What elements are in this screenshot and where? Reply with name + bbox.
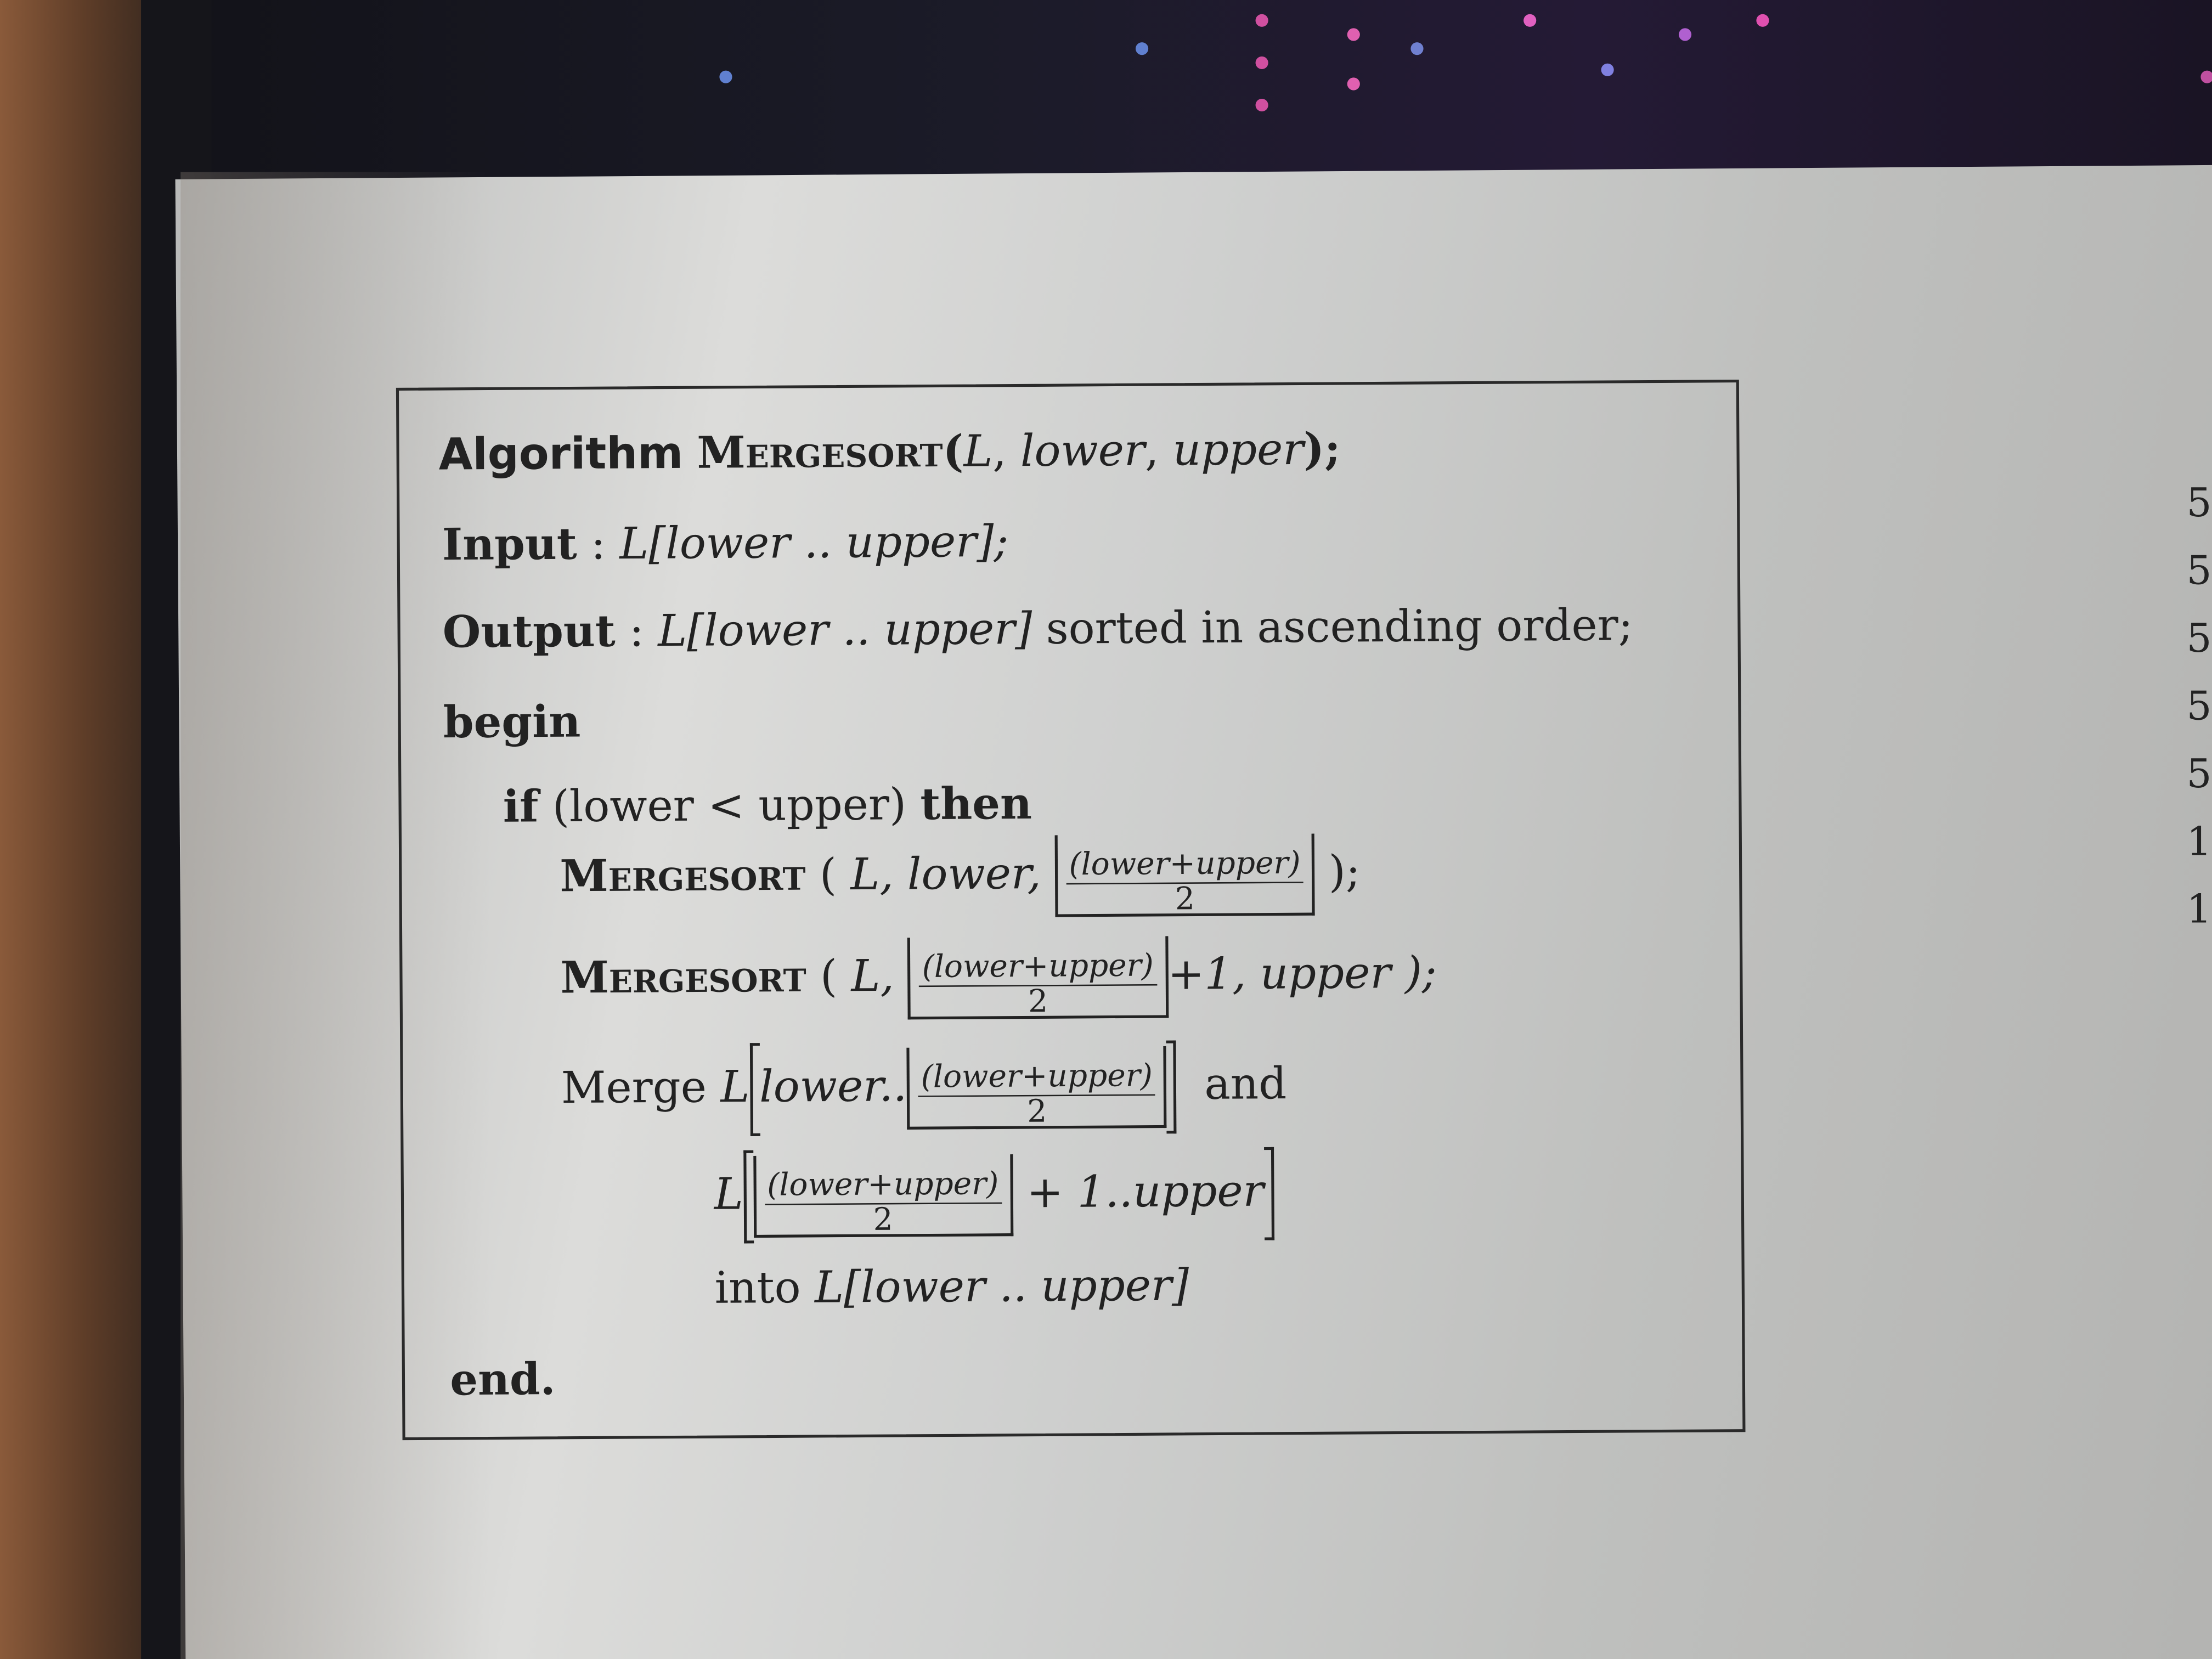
numerator: (lower+upper) bbox=[918, 1059, 1156, 1097]
fraction: (lower+upper)2 bbox=[1066, 847, 1304, 918]
paren: ); bbox=[1304, 424, 1341, 476]
if-line: if (lower < upper) then bbox=[503, 779, 1032, 833]
then-keyword: then bbox=[920, 778, 1032, 831]
input-label: Input bbox=[442, 519, 577, 571]
margin-number: 5 bbox=[2186, 682, 2212, 730]
numerator: (lower+upper) bbox=[919, 949, 1157, 988]
algorithm-name: Mergesort bbox=[697, 426, 943, 479]
paren: ( bbox=[820, 951, 838, 1003]
call-args: L, bbox=[851, 951, 895, 1002]
condition: (lower < upper) bbox=[552, 780, 907, 833]
colon: : bbox=[590, 519, 606, 571]
comma: , bbox=[1144, 425, 1159, 477]
algorithm-keyword: Algorithm bbox=[438, 428, 684, 481]
margin-number: 5 bbox=[2186, 615, 2212, 662]
floor-brackets: (lower+upper)2 bbox=[1054, 833, 1315, 918]
recursive-call-1: Mergesort ( L, lower, (lower+upper)2 ); bbox=[560, 833, 1361, 920]
desk-mat bbox=[141, 0, 2212, 198]
denominator: 2 bbox=[1027, 1094, 1047, 1131]
list-name: L bbox=[714, 1169, 743, 1221]
output-line: Output : L[lower .. upper] sorted in asc… bbox=[443, 600, 1633, 658]
numerator: (lower+upper) bbox=[764, 1167, 1002, 1205]
param: lower bbox=[1020, 425, 1146, 477]
and-keyword: and bbox=[1204, 1059, 1287, 1110]
bracket-right bbox=[1166, 1040, 1177, 1134]
bracket-right bbox=[1263, 1147, 1274, 1240]
output-value: L[lower .. upper] bbox=[657, 603, 1032, 657]
range-start: lower.. bbox=[759, 1061, 907, 1113]
floor-brackets: (lower+upper)2 bbox=[753, 1154, 1013, 1238]
if-keyword: if bbox=[503, 782, 539, 833]
numerator: (lower+upper) bbox=[1066, 847, 1304, 885]
list-name: L bbox=[720, 1062, 750, 1113]
begin-keyword: begin bbox=[443, 697, 581, 749]
param: L bbox=[963, 426, 993, 478]
fraction: (lower+upper)2 bbox=[918, 1059, 1156, 1131]
param: upper bbox=[1172, 424, 1304, 476]
paren: ( bbox=[819, 850, 837, 901]
into-target: L[lower .. upper] bbox=[814, 1260, 1189, 1314]
into-keyword: into bbox=[714, 1262, 801, 1314]
output-description: sorted in ascending order; bbox=[1046, 600, 1633, 655]
denominator: 2 bbox=[873, 1203, 893, 1239]
floor-brackets: (lower+upper)2 bbox=[907, 936, 1169, 1021]
margin-number: 1 bbox=[2186, 885, 2212, 933]
denominator: 2 bbox=[1175, 882, 1195, 918]
algorithm-box: Algorithm Mergesort(L, lower, upper); In… bbox=[396, 379, 1746, 1441]
input-value: L[lower .. upper]; bbox=[619, 516, 1009, 570]
merge-second-range: L (lower+upper)2 + 1..upper bbox=[714, 1147, 1274, 1244]
margin-number: 1 bbox=[2186, 818, 2212, 865]
shadow bbox=[180, 172, 491, 1659]
bracket-left bbox=[749, 1043, 760, 1136]
paren: ); bbox=[1328, 847, 1361, 898]
fraction: (lower+upper)2 bbox=[919, 949, 1157, 1021]
output-label: Output bbox=[442, 606, 616, 659]
margin-number: 5 bbox=[2186, 479, 2212, 527]
call-args: L, lower, bbox=[850, 849, 1041, 901]
input-line: Input : L[lower .. upper]; bbox=[442, 517, 1009, 571]
margin-number: 5 bbox=[2186, 547, 2212, 594]
paren: ( bbox=[943, 426, 964, 478]
recursive-call-2: Mergesort ( L, (lower+upper)2+1, upper )… bbox=[560, 934, 1437, 1022]
call-name: Mergesort bbox=[560, 850, 806, 902]
call-rest: +1, upper ); bbox=[1167, 947, 1437, 1001]
into-line: into L[lower .. upper] bbox=[714, 1261, 1189, 1314]
bracket-left bbox=[743, 1150, 754, 1244]
range-end: + 1..upper bbox=[1026, 1166, 1264, 1218]
merge-keyword: Merge bbox=[561, 1062, 707, 1114]
end-keyword: end. bbox=[450, 1355, 556, 1406]
colon: : bbox=[629, 606, 645, 658]
algorithm-header: Algorithm Mergesort(L, lower, upper); bbox=[438, 425, 1340, 481]
margin-number: 5 bbox=[2186, 750, 2212, 797]
denominator: 2 bbox=[1028, 985, 1048, 1020]
fraction: (lower+upper)2 bbox=[764, 1167, 1002, 1239]
floor-brackets: (lower+upper)2 bbox=[906, 1046, 1167, 1131]
comma: , bbox=[992, 426, 1007, 477]
call-name: Mergesort bbox=[560, 951, 806, 1005]
